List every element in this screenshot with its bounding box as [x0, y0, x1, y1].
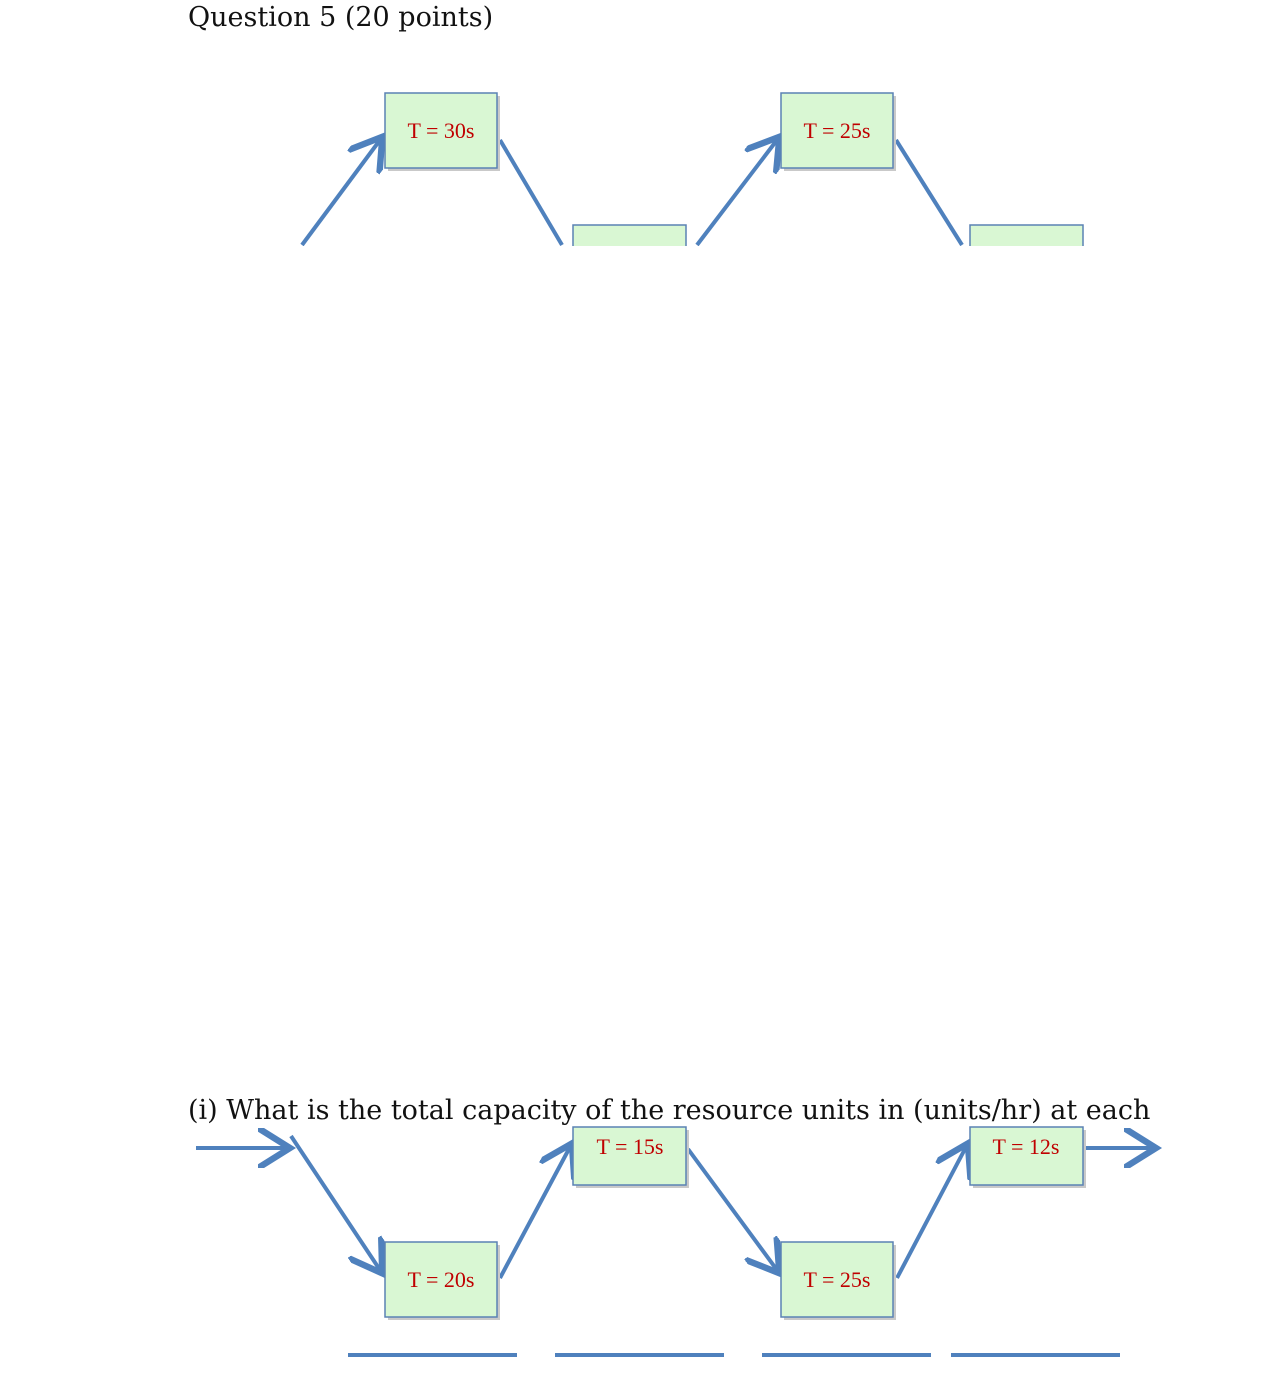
station-label: T = 12s [992, 1134, 1059, 1159]
flow-arrow-from-station-30s [498, 138, 564, 247]
station-label: T = 15s [596, 1134, 663, 1159]
flow-arrow-to-station-25s-bottom [686, 1147, 777, 1270]
station-box: T = 30s [384, 92, 500, 171]
flow-arrow-to-station-20s [289, 1134, 380, 1270]
question-title: Question 5 (20 points) [188, 2, 494, 33]
page-gap [0, 246, 1280, 1086]
flow-arrow-from-station-25s-top [894, 138, 964, 247]
station-label: T = 25s [803, 118, 870, 143]
station-box: T = 15s [572, 1126, 689, 1188]
question-part-i: (i) What is the total capacity of the re… [188, 1095, 1151, 1126]
station-box: T = 12s [969, 1126, 1086, 1188]
flow-arrow-to-station-30s [300, 140, 380, 247]
station-label: T = 25s [803, 1267, 870, 1292]
flow-arrow-to-station-15s [498, 1147, 570, 1279]
flow-arrow-to-station-12s [895, 1147, 966, 1279]
station-label: T = 20s [407, 1267, 474, 1292]
station-label: T = 30s [407, 118, 474, 143]
station-box: T = 25s [780, 92, 896, 171]
station-box: T = 25s [780, 1241, 896, 1320]
flow-arrow-to-station-25s-top [695, 140, 777, 247]
station-box: T = 20s [384, 1241, 500, 1320]
